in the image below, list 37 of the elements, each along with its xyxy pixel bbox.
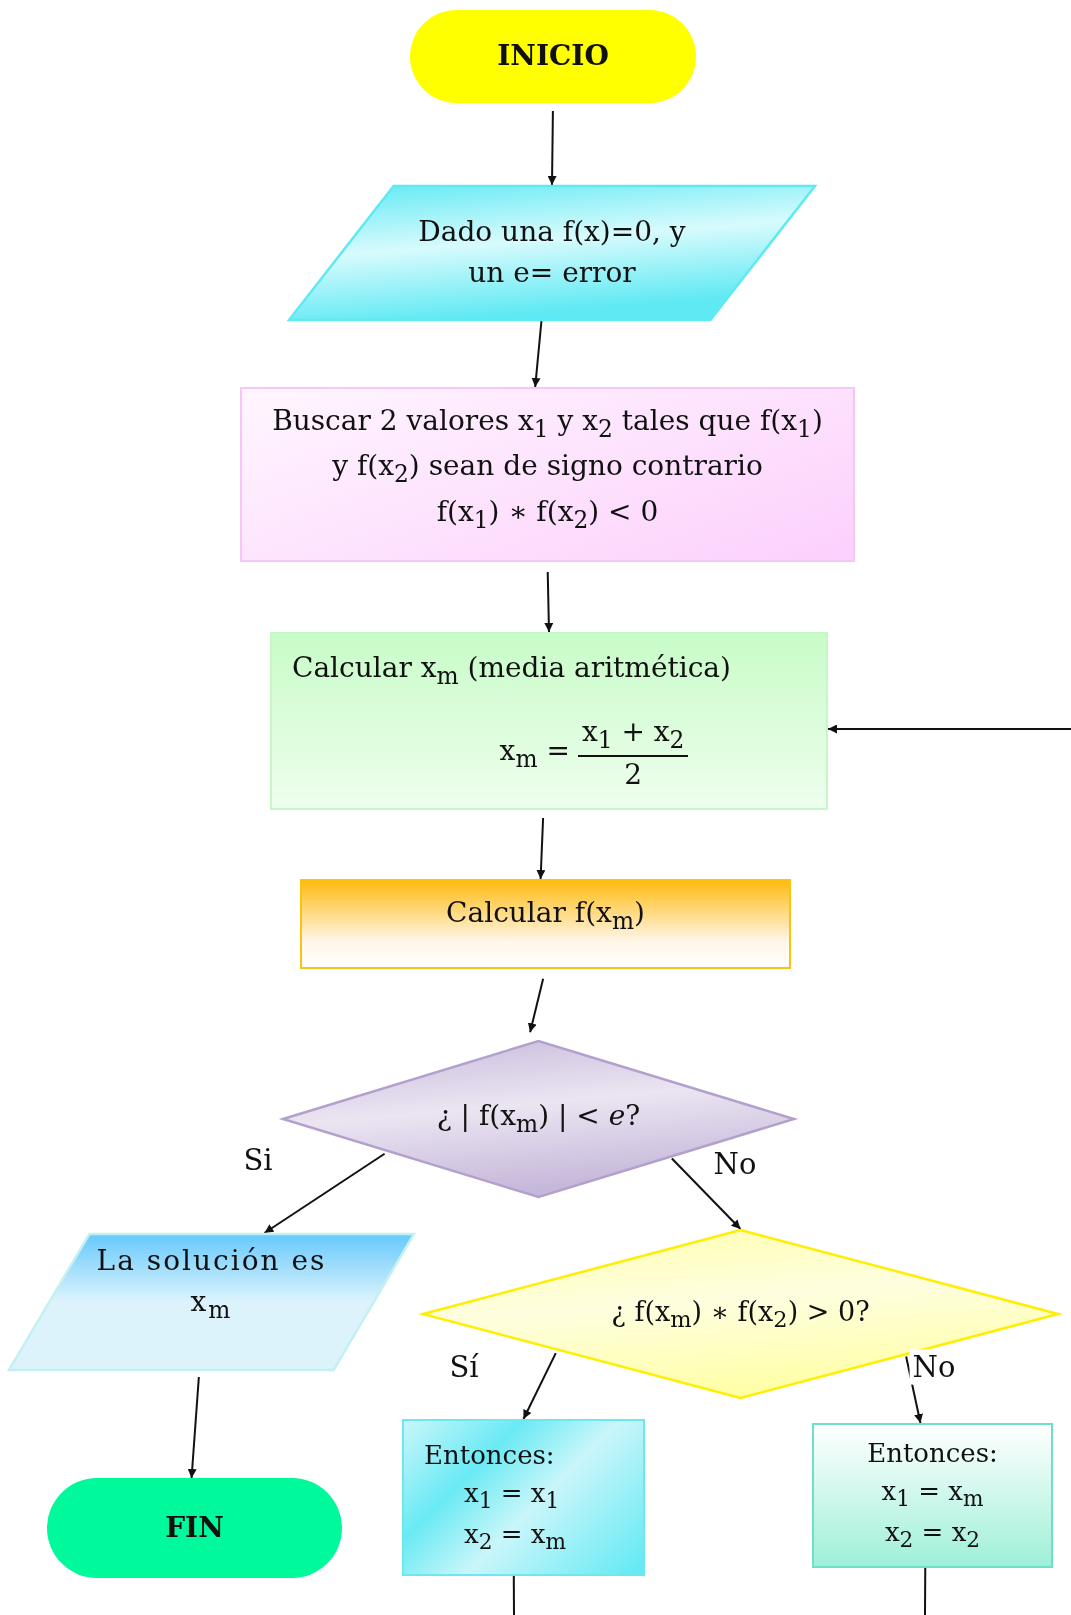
- arrow: [544, 571, 554, 633]
- node-heading: Entonces:: [424, 1439, 555, 1473]
- arrow: [527, 977, 545, 1034]
- arrow: [522, 1352, 557, 1420]
- process-box: [240, 387, 855, 562]
- process-box: [402, 1419, 645, 1576]
- arrow: [536, 817, 546, 880]
- formula-text: x$_{1}$ = x$_{1}$: [463, 1476, 560, 1515]
- decision-diamond: [282, 1040, 795, 1198]
- arrow: [187, 1376, 200, 1479]
- formula-text: x$_{m}$ =: [499, 733, 570, 775]
- arrow: [905, 1355, 923, 1424]
- arrow: [670, 1157, 742, 1230]
- node-text: INICIO: [497, 38, 609, 75]
- formula-text: x$_{1}$ = x$_{m}$: [881, 1474, 984, 1513]
- process-box: [812, 1423, 1053, 1568]
- process-box: [300, 879, 791, 969]
- arrow: [263, 1152, 386, 1234]
- fraction-numerator: x$_{1}$ + x$_{2}$: [577, 714, 689, 758]
- node-heading: Entonces:: [867, 1437, 998, 1471]
- node-text: ¿ f(x$_{m}$) ∗ f(x$_{2}$) > 0?: [611, 1295, 870, 1335]
- formula-text: x$_{2}$ = x$_{2}$: [884, 1516, 981, 1555]
- data-parallelogram: [288, 185, 816, 321]
- formula-text: x$_{2}$ = x$_{m}$: [463, 1518, 566, 1557]
- process-box: [270, 632, 828, 810]
- formula-text: f(x$_{1}$) ∗ f(x$_{2}$) < 0: [436, 493, 659, 536]
- fraction-denominator: 2: [624, 757, 643, 794]
- arrow: [547, 110, 557, 186]
- arrow: [531, 320, 543, 388]
- node-text: La solución es x$_{m}$: [95, 1243, 328, 1326]
- node-text: FIN: [165, 1509, 224, 1546]
- node-text: Calcular f(x$_{m}$): [446, 895, 645, 937]
- process-heading: Calcular x$_{m}$ (media aritmética): [292, 650, 731, 692]
- data-parallelogram: [8, 1233, 415, 1371]
- node-text: Dado una f(x)=0, y un e= error: [417, 214, 687, 291]
- arrow: [827, 724, 1071, 734]
- node-text: ¿ | f(x$_{m}$) | < e?: [436, 1098, 641, 1140]
